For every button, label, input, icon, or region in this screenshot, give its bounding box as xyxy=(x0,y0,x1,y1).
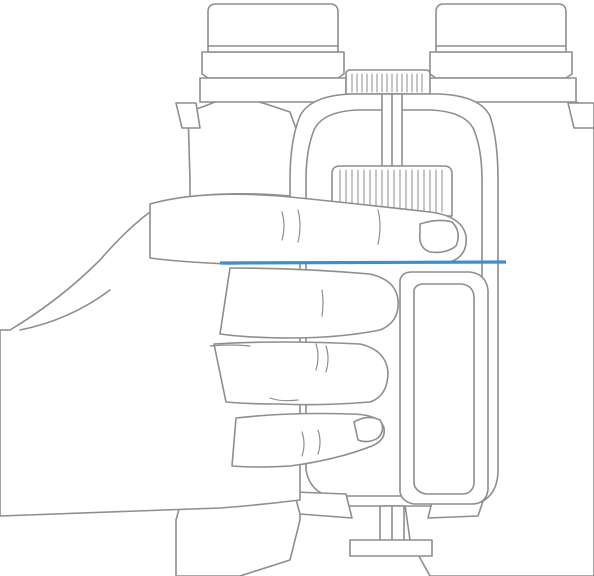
left-eyecup xyxy=(200,4,346,102)
right-grip-panel xyxy=(400,272,488,504)
right-eyecup xyxy=(428,4,576,102)
alignment-line xyxy=(220,262,506,263)
diopter-ring xyxy=(346,70,430,94)
